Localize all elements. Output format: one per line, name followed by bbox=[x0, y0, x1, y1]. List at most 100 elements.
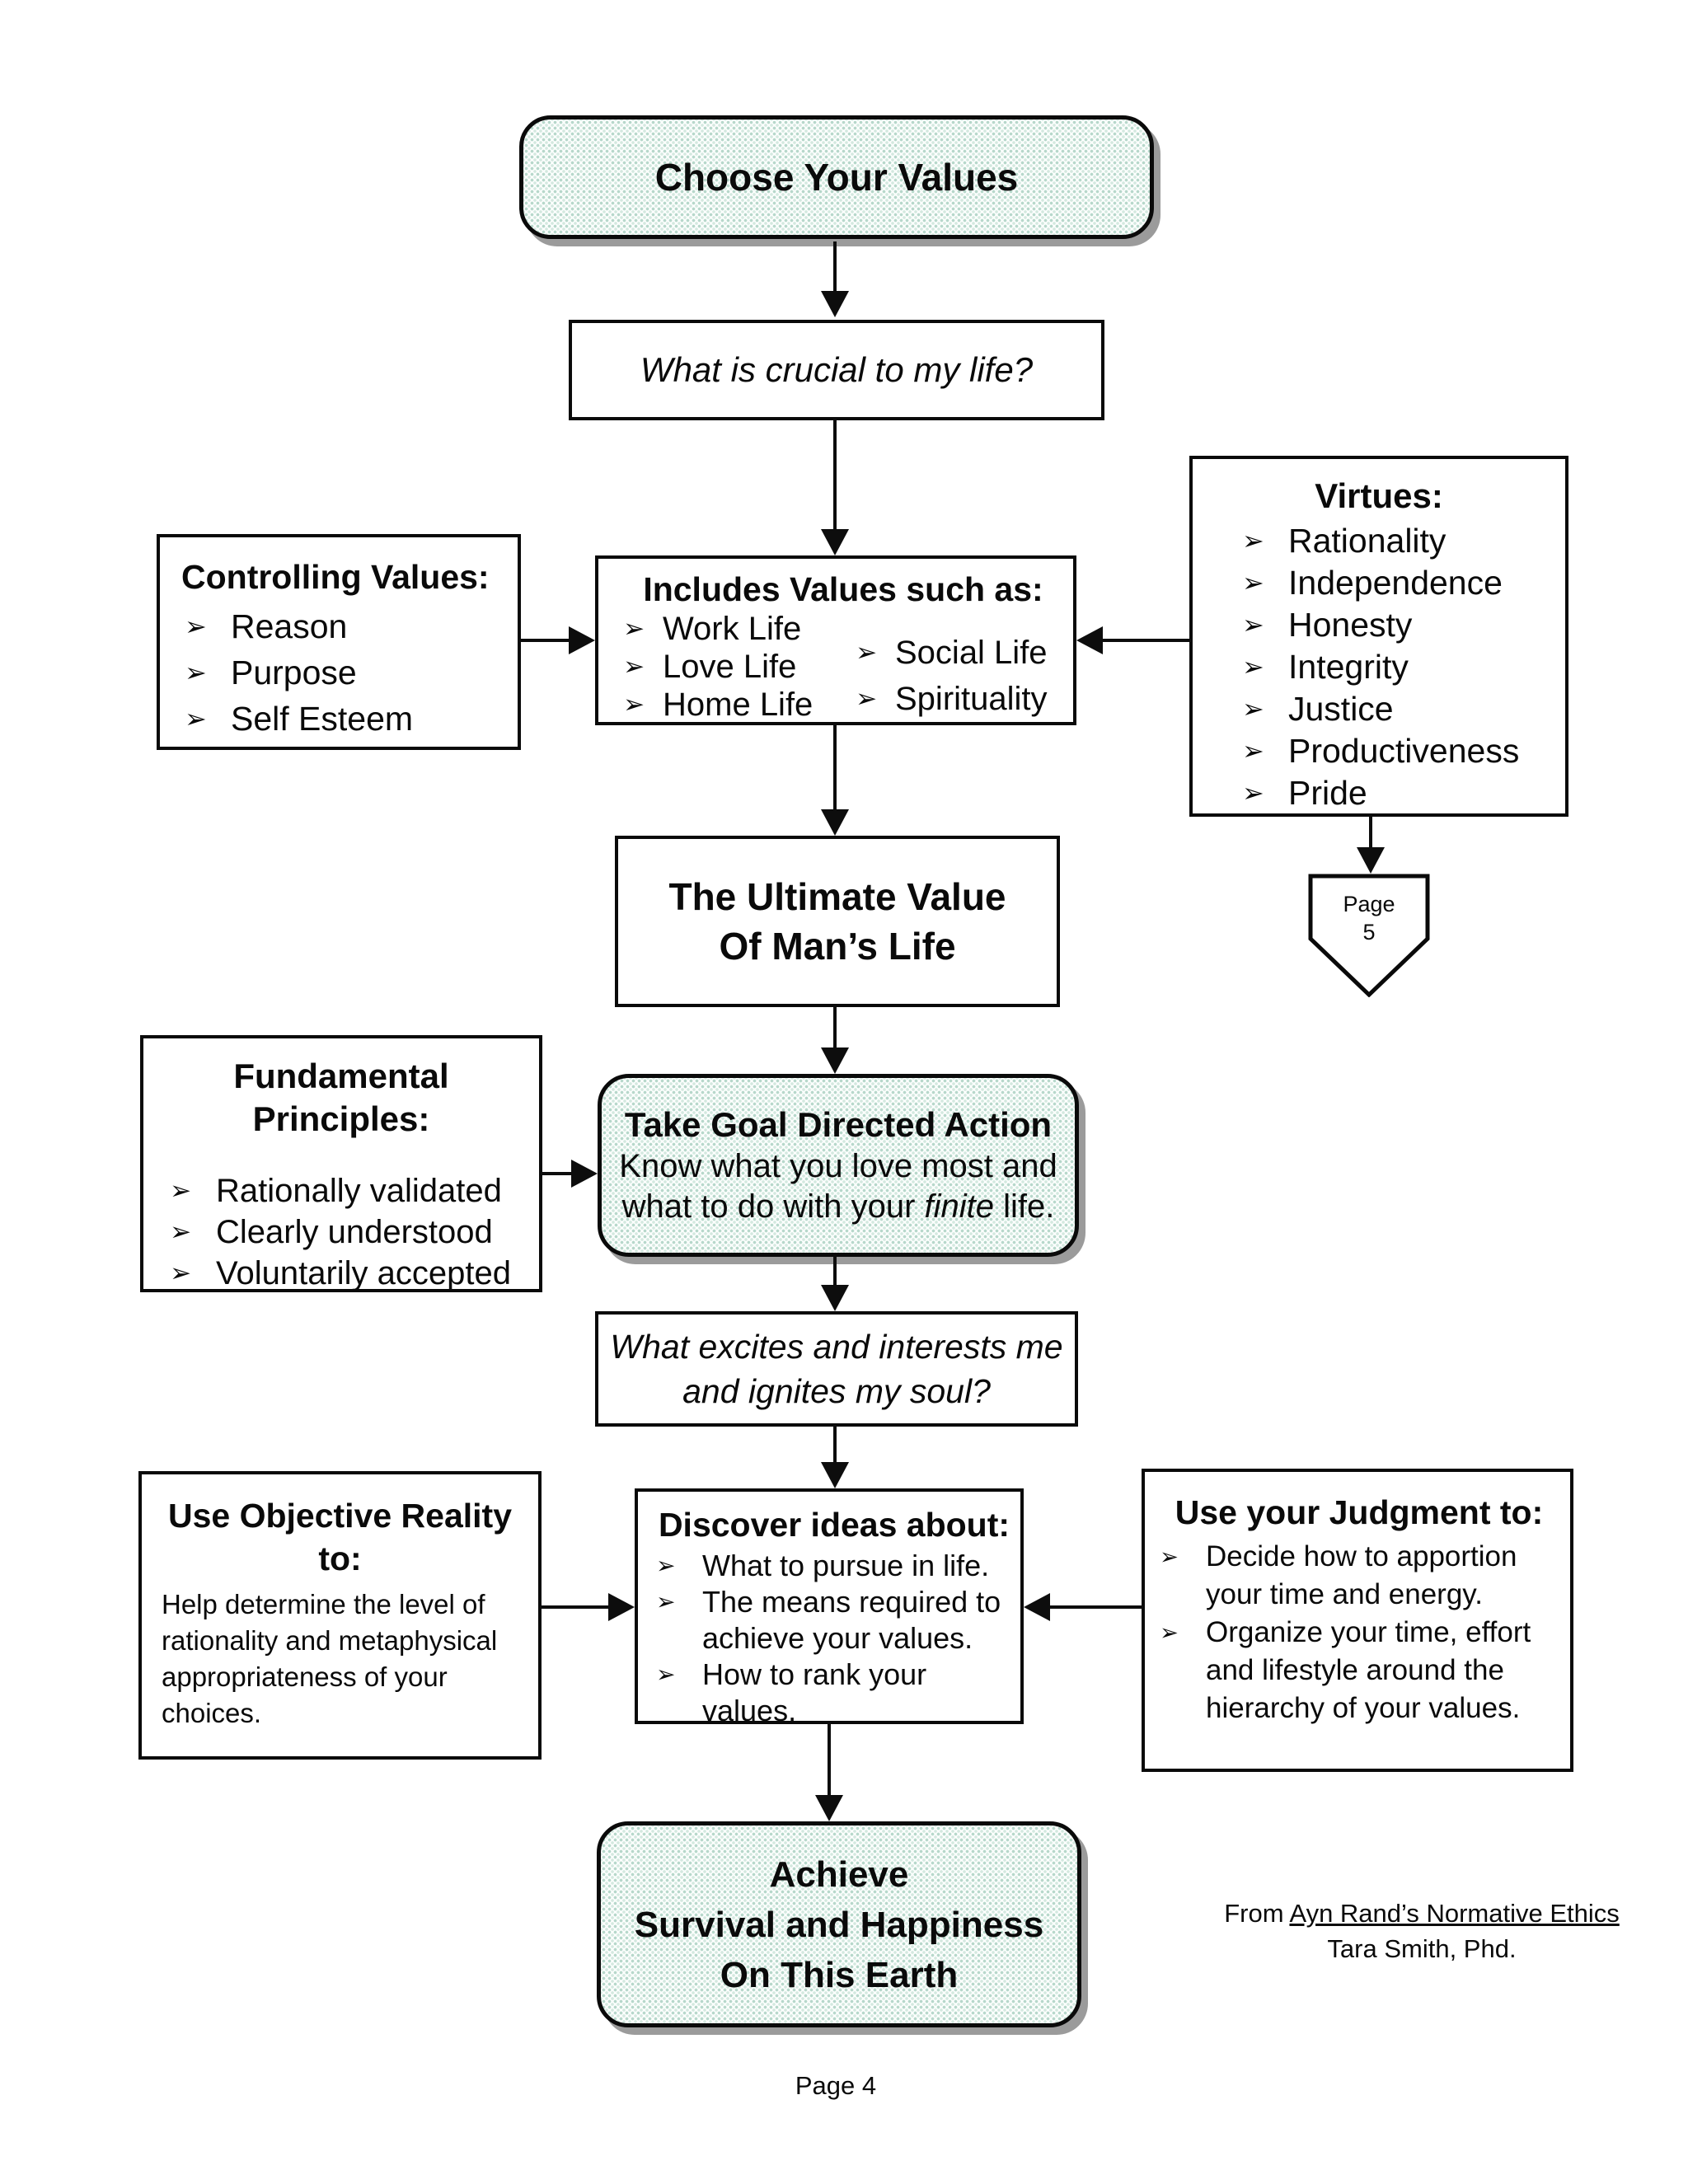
list-item-label: Integrity bbox=[1288, 648, 1409, 686]
list-item: ➢ Independence bbox=[1239, 562, 1559, 604]
list-item-label: Independence bbox=[1288, 564, 1503, 602]
two-column-list: ➢Work Life ➢Love Life ➢Home Life ➢Social… bbox=[620, 610, 1067, 724]
bullet-list: ➢Decide how to apportion your time and e… bbox=[1156, 1538, 1562, 1727]
node-virtues: Virtues: ➢ Rationality ➢ Independence ➢Hon… bbox=[1189, 456, 1568, 817]
node-title-line: Fundamental bbox=[233, 1057, 449, 1095]
node-question: What is crucial to my life? bbox=[640, 350, 1034, 389]
list-item-label: Purpose bbox=[231, 654, 357, 691]
offpage-connector-page5: Page 5 bbox=[1308, 874, 1430, 997]
node-body: Help determine the level of rationality … bbox=[162, 1589, 498, 1728]
node-title-line: Use Objective Reality bbox=[167, 1497, 513, 1535]
arrow-bullet-icon: ➢ bbox=[656, 1589, 676, 1615]
arrowhead-down-icon bbox=[821, 1462, 849, 1488]
arrow-bullet-icon: ➢ bbox=[1242, 694, 1264, 724]
list-item: ➢ Voluntarily accepted bbox=[166, 1253, 531, 1294]
list-item-label: Clearly understood bbox=[216, 1214, 493, 1250]
node-what-is-crucial: What is crucial to my life? bbox=[569, 320, 1104, 420]
arrow-bullet-icon: ➢ bbox=[170, 1258, 192, 1287]
list-item-label: Rationality bbox=[1288, 522, 1447, 560]
list-item-label: Decide how to apportion your time and en… bbox=[1206, 1540, 1517, 1610]
body-text-italic: finite bbox=[924, 1188, 995, 1225]
arrow-bullet-icon: ➢ bbox=[623, 690, 645, 719]
node-body-line: Know what you love most and bbox=[619, 1148, 1057, 1184]
node-controlling-values: Controlling Values: ➢Reason ➢Purpose ➢Se… bbox=[157, 534, 521, 750]
list-item-label: What to pursue in life. bbox=[702, 1549, 990, 1582]
node-title: Take Goal Directed Action bbox=[624, 1105, 1053, 1144]
list-item-label: Justice bbox=[1288, 690, 1394, 728]
connector-line bbox=[540, 1605, 610, 1609]
node-title: Discover ideas about: bbox=[658, 1506, 1010, 1544]
list-item-label: Reason bbox=[231, 607, 348, 645]
node-title-line: Achieve bbox=[769, 1854, 909, 1895]
offpage-label: 5 bbox=[1362, 920, 1376, 944]
list-item-label: The means required to achieve your value… bbox=[702, 1585, 1001, 1655]
node-title-line: On This Earth bbox=[720, 1954, 959, 1995]
body-text: life. bbox=[994, 1188, 1055, 1225]
node-choose-your-values: Choose Your Values bbox=[519, 115, 1154, 239]
node-title-line: Of Man’s Life bbox=[719, 925, 956, 968]
bullet-list: ➢Rationally validated ➢Clearly understoo… bbox=[166, 1170, 531, 1294]
arrowhead-down-icon bbox=[821, 529, 849, 555]
node-title-line: Principles: bbox=[252, 1099, 430, 1138]
arrow-bullet-icon: ➢ bbox=[856, 638, 878, 667]
body-text: what to do with your bbox=[621, 1188, 925, 1225]
list-item-label: Work Life bbox=[663, 611, 802, 647]
connector-line bbox=[833, 724, 837, 809]
arrow-bullet-icon: ➢ bbox=[656, 1661, 676, 1687]
list-item: ➢Rationally validated bbox=[166, 1170, 531, 1212]
node-body-line: what to do with your finite life. bbox=[622, 1187, 1055, 1227]
connector-line bbox=[833, 419, 837, 531]
bullet-list: ➢ Reason ➢ Purpose ➢Self Esteem bbox=[181, 603, 509, 742]
list-item: ➢Spirituality bbox=[852, 676, 1067, 722]
node-title: Use your Judgment to: bbox=[1175, 1493, 1544, 1531]
node-title: Virtues: bbox=[1315, 476, 1443, 515]
bullet-list-right: ➢ Social Life ➢Spirituality bbox=[852, 630, 1067, 724]
node-title: Choose Your Values bbox=[654, 156, 1019, 199]
list-item: ➢ Purpose bbox=[181, 649, 509, 696]
node-title-line: The Ultimate Value bbox=[668, 875, 1006, 918]
citation-source-title: Ayn Rand’s Normative Ethics bbox=[1289, 1899, 1620, 1928]
citation-source-line: From Ayn Rand’s Normative Ethics bbox=[1179, 1896, 1665, 1931]
list-item-label: Voluntarily accepted bbox=[216, 1255, 512, 1291]
arrow-bullet-icon: ➢ bbox=[1242, 568, 1264, 598]
list-item: ➢Work Life bbox=[620, 610, 852, 648]
arrow-bullet-icon: ➢ bbox=[1242, 526, 1264, 555]
list-item-label: Self Esteem bbox=[231, 700, 414, 738]
list-item-label: Pride bbox=[1288, 774, 1367, 812]
arrowhead-right-icon bbox=[569, 626, 595, 654]
list-item: ➢ Rationality bbox=[1239, 520, 1559, 562]
list-item-label: Rationally validated bbox=[216, 1173, 502, 1209]
list-item: ➢Honesty bbox=[1239, 604, 1559, 646]
pentagon-shape bbox=[1308, 874, 1430, 997]
node-includes-values: Includes Values such as: ➢Work Life ➢Lov… bbox=[595, 555, 1076, 725]
list-item: ➢Self Esteem bbox=[181, 696, 509, 742]
list-item: ➢Clearly understood bbox=[166, 1212, 531, 1253]
list-item: ➢Integrity bbox=[1239, 646, 1559, 688]
arrow-bullet-icon: ➢ bbox=[656, 1553, 676, 1578]
list-item-label: Organize your time, effort and lifestyle… bbox=[1206, 1616, 1531, 1724]
arrowhead-down-icon bbox=[821, 291, 849, 317]
list-item: ➢Organize your time, effort and lifestyl… bbox=[1156, 1614, 1562, 1727]
list-item: ➢Pride bbox=[1239, 772, 1559, 814]
bullet-list-left: ➢Work Life ➢Love Life ➢Home Life bbox=[620, 610, 852, 724]
list-item: ➢Home Life bbox=[620, 686, 852, 724]
node-title-line: Survival and Happiness bbox=[634, 1904, 1044, 1945]
arrow-bullet-icon: ➢ bbox=[185, 658, 207, 687]
list-item: ➢How to rank your values. bbox=[653, 1657, 1015, 1729]
list-item: ➢ The means required to achieve your valu… bbox=[653, 1584, 1015, 1657]
node-fundamental-principles: Fundamental Principles: ➢Rationally vali… bbox=[140, 1035, 542, 1292]
arrowhead-down-icon bbox=[821, 809, 849, 836]
connector-line bbox=[519, 639, 570, 642]
list-item-label: Productiveness bbox=[1288, 732, 1520, 770]
connector-line bbox=[1103, 639, 1191, 642]
list-item: ➢Love Life bbox=[620, 648, 852, 686]
list-item-label: Spirituality bbox=[895, 681, 1048, 717]
connector-line bbox=[833, 1425, 837, 1464]
list-item-label: Social Life bbox=[895, 635, 1048, 671]
node-discover-ideas: Discover ideas about: ➢ What to pursue in… bbox=[635, 1488, 1024, 1727]
connector-line bbox=[1369, 817, 1372, 850]
arrowhead-down-icon bbox=[821, 1047, 849, 1074]
citation-author: Tara Smith, Phd. bbox=[1327, 1934, 1517, 1963]
arrowhead-down-icon bbox=[821, 1285, 849, 1311]
